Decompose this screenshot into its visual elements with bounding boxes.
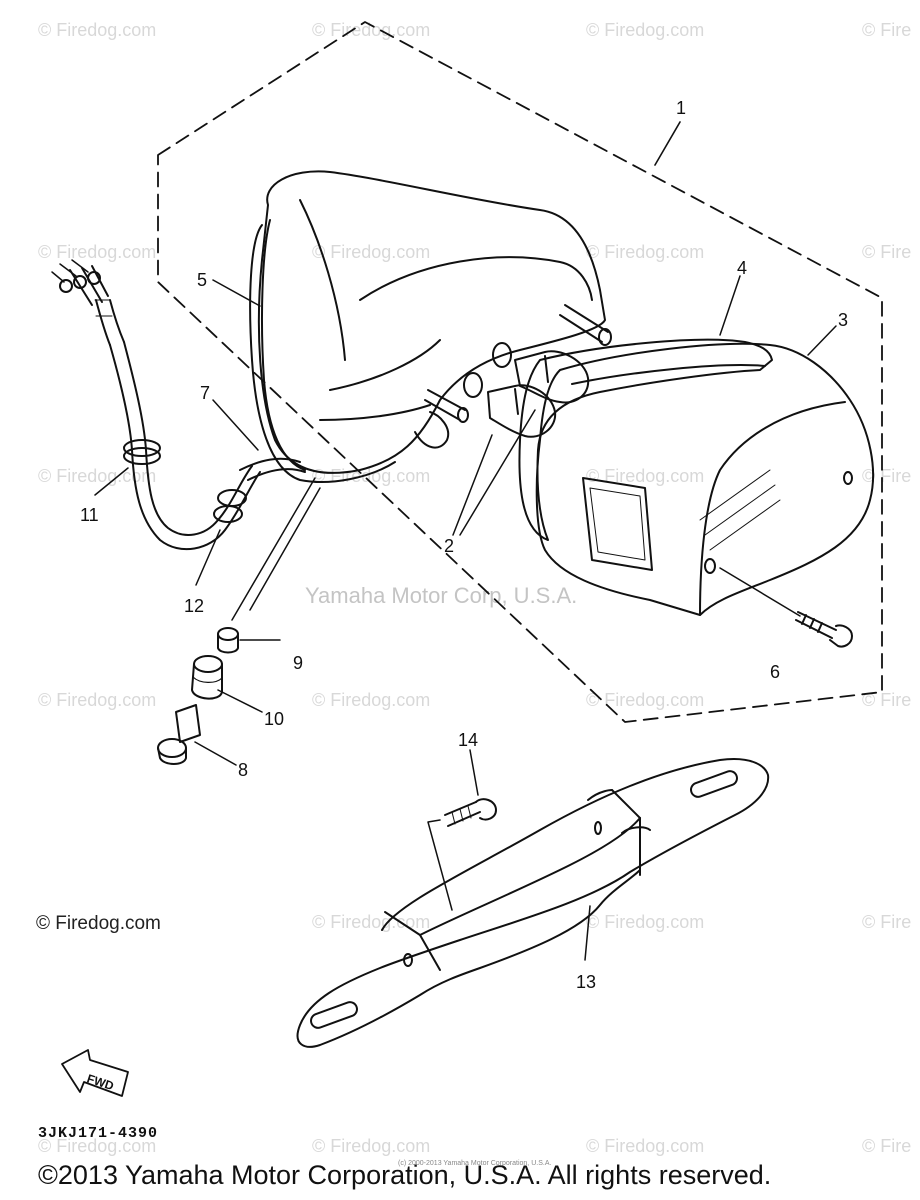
callout-11: 11 [80,505,99,525]
firedog-label: © Firedog.com [36,913,161,934]
callout-7: 7 [200,383,211,403]
watermark: © Fire [862,242,912,262]
corp-watermark: Yamaha Motor Corp, U.S.A. [305,583,578,608]
housing [249,170,612,483]
callout-9: 9 [293,653,304,673]
lens [535,342,875,616]
watermark: © Firedog.com [38,1136,157,1156]
callout-13: 13 [576,972,597,992]
watermark: © Fire [862,690,912,710]
fwd-label: FWD [85,1071,116,1093]
watermark: © Firedog.com [586,690,705,710]
watermark: © Firedog.com [312,912,431,932]
watermark: © Firedog.com [312,690,431,710]
watermark: © Firedog.com [586,242,705,262]
wiring [51,259,306,551]
callout-2: 2 [444,536,455,556]
callout-14: 14 [458,730,479,750]
copyright-notice: ©2013 Yamaha Motor Corporation, U.S.A. A… [38,1160,772,1190]
callout-8: 8 [238,760,249,780]
watermark: © Fire [862,20,912,40]
watermark: © Firedog.com [38,466,157,486]
watermark: © Firedog.com [38,242,157,262]
callout-6: 6 [770,662,781,682]
callout-1: 1 [676,98,687,118]
watermark: © Fire [862,1136,912,1156]
watermark: © Firedog.com [586,912,705,932]
watermark: © Firedog.com [312,1136,431,1156]
callout-4: 4 [737,258,748,278]
gasket [518,338,773,541]
watermark: © Firedog.com [586,466,705,486]
diagram-code: 3JKJ171-4390 [38,1125,159,1142]
fwd-arrow-icon [61,1049,129,1097]
leader-lines [94,275,837,961]
watermark: © Firedog.com [312,242,431,262]
screw-14 [427,749,497,911]
collar-9 [217,627,239,654]
screw-6 [719,567,853,648]
callout-3: 3 [838,310,849,330]
leader-line [654,121,681,166]
watermark: © Firedog.com [312,20,431,40]
grommet-10 [191,655,223,700]
watermark: © Firedog.com [38,20,157,40]
assembly-outline [157,21,883,723]
watermark: © Firedog.com [586,20,705,40]
watermark: © Firedog.com [38,690,157,710]
bolt-8 [157,704,201,765]
tiny-copyright: (c) 2000-2013 Yamaha Motor Corporation, … [398,1160,552,1167]
callout-10: 10 [264,709,285,729]
callout-12: 12 [184,596,205,616]
watermark: © Fire [862,466,912,486]
callout-5: 5 [197,270,208,290]
watermark: © Fire [862,912,912,932]
license-bracket [296,758,770,1048]
watermark: © Firedog.com [586,1136,705,1156]
